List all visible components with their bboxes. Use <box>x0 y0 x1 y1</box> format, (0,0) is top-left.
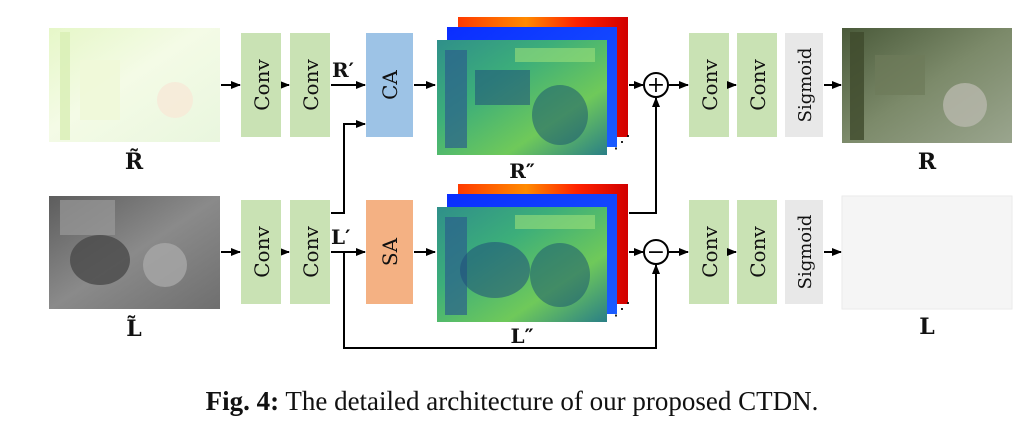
feature-stack-r: ⋰ <box>437 17 631 155</box>
svg-text:Conv: Conv <box>746 226 770 278</box>
arrow-l-to-ca <box>331 120 366 214</box>
arrow-l-to-add <box>629 97 660 214</box>
output-reflectance-label: R <box>918 149 937 175</box>
conv-block-r3: Conv <box>689 33 729 137</box>
conv-block-r1: Conv <box>241 33 281 137</box>
r-prime-label: R′ <box>332 58 354 82</box>
spatial-attention-block: SA <box>366 200 413 304</box>
figure-caption: Fig. 4: The detailed architecture of our… <box>0 386 1024 417</box>
svg-text:Conv: Conv <box>746 59 770 111</box>
sigmoid-block-r: Sigmoid <box>785 33 823 137</box>
svg-text:⋰: ⋰ <box>613 132 631 153</box>
r-double-prime-label: R″ <box>509 159 535 183</box>
svg-text:SA: SA <box>378 237 402 266</box>
svg-text:Conv: Conv <box>299 226 323 278</box>
svg-text:Conv: Conv <box>250 59 274 111</box>
svg-text:Conv: Conv <box>299 59 323 111</box>
l-prime-label: L′ <box>331 225 350 249</box>
output-illumination-image <box>841 195 1013 310</box>
input-illumination-image <box>49 196 220 309</box>
subtract-operator: − <box>643 239 669 265</box>
input-illumination-label: L̃ <box>126 316 141 342</box>
svg-text:+: + <box>647 73 665 98</box>
channel-attention-block: CA <box>366 33 413 137</box>
output-illumination-label: L <box>919 314 934 340</box>
svg-text:Conv: Conv <box>250 226 274 278</box>
add-operator: + <box>643 72 669 98</box>
svg-text:⋰: ⋰ <box>613 299 631 320</box>
conv-block-l2: Conv <box>290 200 330 304</box>
svg-text:Sigmoid: Sigmoid <box>795 48 816 123</box>
svg-text:Conv: Conv <box>698 226 722 278</box>
input-reflectance-label: R̃ <box>125 149 144 175</box>
conv-block-l4: Conv <box>737 200 777 304</box>
output-reflectance-image <box>842 28 1012 143</box>
sigmoid-block-l: Sigmoid <box>785 200 823 304</box>
conv-block-l3: Conv <box>689 200 729 304</box>
svg-text:−: − <box>647 240 665 265</box>
architecture-diagram: R̃ L̃ Conv Conv Conv Conv R′ L′ CA SA <box>49 17 1013 349</box>
conv-block-r2: Conv <box>290 33 330 137</box>
caption-label: Fig. 4: <box>205 386 280 416</box>
input-reflectance-image <box>49 28 220 142</box>
feature-stack-l: ⋰ <box>437 184 631 322</box>
svg-text:Conv: Conv <box>698 59 722 111</box>
conv-block-l1: Conv <box>241 200 281 304</box>
arrow-l-skip <box>343 252 660 349</box>
svg-text:Sigmoid: Sigmoid <box>795 215 816 290</box>
caption-text: The detailed architecture of our propose… <box>285 386 819 416</box>
conv-block-r4: Conv <box>737 33 777 137</box>
svg-text:CA: CA <box>378 70 402 100</box>
l-double-prime-label: L″ <box>511 324 534 348</box>
